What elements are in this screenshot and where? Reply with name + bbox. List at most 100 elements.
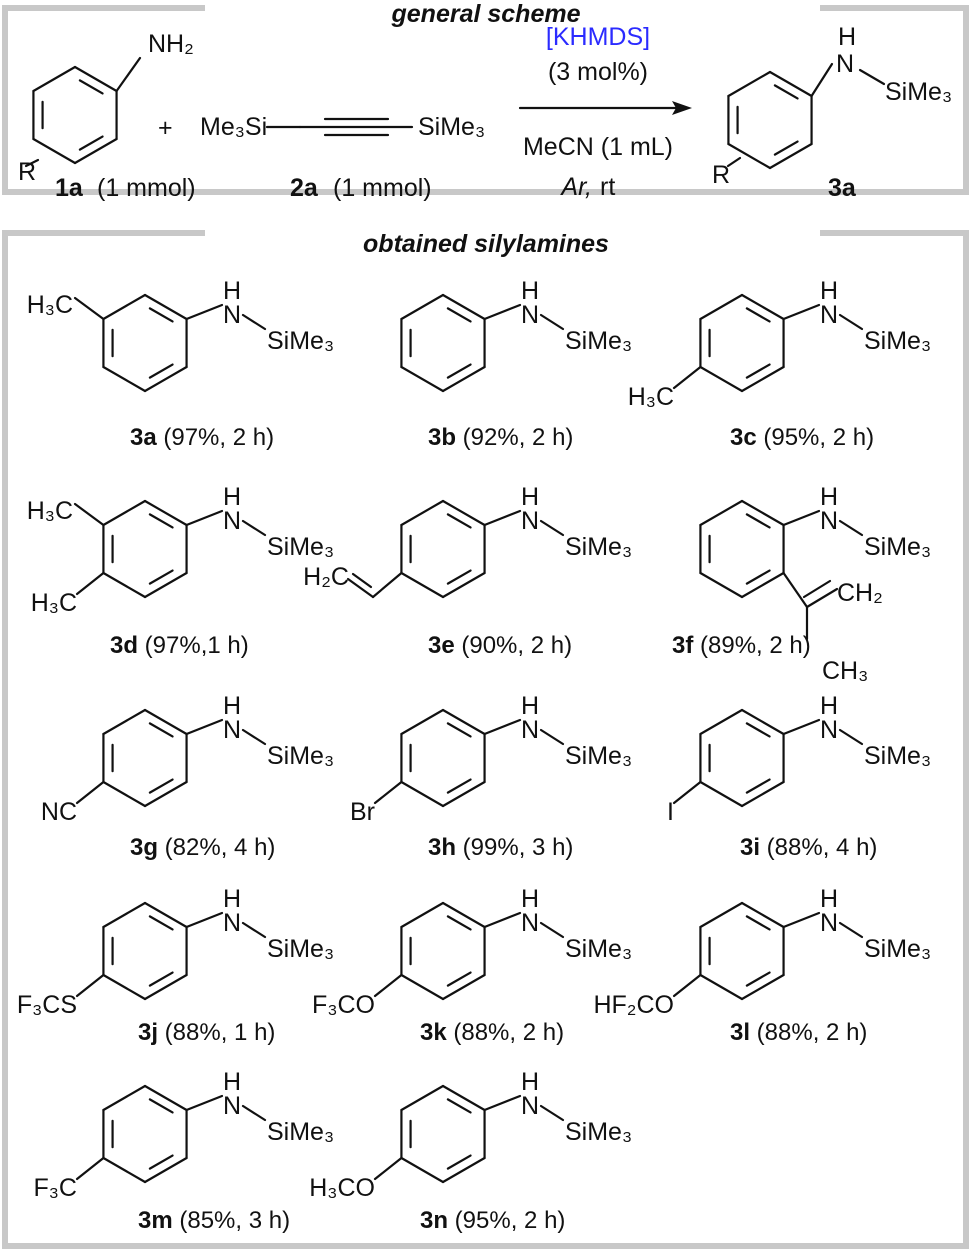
ring-bond (699, 780, 744, 808)
silyl-group: SiMe₃ (565, 742, 632, 770)
ring-bond (143, 708, 188, 736)
general-scheme-bonds (24, 56, 886, 170)
para-substituent: F₃CO (312, 991, 375, 1019)
ring-bond (740, 293, 785, 321)
amine-n: N (521, 909, 539, 937)
compound-label: 3c (95%, 2 h) (730, 424, 874, 451)
benzene-ring (32, 65, 118, 165)
ring-bond (73, 65, 118, 93)
compound-label: 3a (97%, 2 h) (130, 424, 274, 451)
compound-id: 3g (130, 834, 158, 861)
compound-label: 3e (90%, 2 h) (428, 632, 572, 659)
bond (185, 509, 224, 527)
benzene-ring (102, 708, 188, 808)
compound-label: 3l (88%, 2 h) (730, 1019, 867, 1046)
bond (782, 303, 821, 321)
ring-bond (441, 708, 486, 736)
compound-yield: (90%, 2 h) (455, 632, 572, 659)
atmosphere-label: Ar, (559, 173, 592, 201)
compound-yield: (97%, 2 h) (157, 424, 274, 451)
amine-n: N (521, 507, 539, 535)
ring-bond (740, 708, 785, 736)
ring-double-bond (78, 135, 104, 151)
ring-bond (102, 1156, 147, 1184)
bond (346, 577, 375, 599)
silyl-group: SiMe₃ (864, 742, 931, 770)
reactant2-right: SiMe₃ (418, 113, 485, 141)
compound-id: 3b (428, 424, 456, 451)
ring-bond (400, 499, 445, 527)
temperature-label: rt (600, 173, 615, 201)
product-silyl: SiMe₃ (885, 78, 952, 106)
compound-id: 3a (130, 424, 157, 451)
para-substituent: H₃C (628, 383, 674, 411)
ring-bond (400, 1084, 445, 1112)
compound-label: 3i (88%, 4 h) (740, 834, 877, 861)
bond (838, 313, 864, 331)
benzene-ring (102, 1084, 188, 1184)
ring-bond (102, 973, 147, 1001)
bond (539, 313, 565, 331)
amine-n: N (820, 716, 838, 744)
product-r-group: R (712, 161, 730, 189)
bond (483, 1094, 522, 1112)
amine-n: N (223, 909, 241, 937)
silyl-group: SiMe₃ (864, 935, 931, 963)
bond (75, 973, 105, 998)
bond (373, 973, 403, 998)
compound-yield: (99%, 3 h) (456, 834, 573, 861)
product-n: N (836, 50, 854, 78)
compound-yield: (82%, 4 h) (158, 834, 275, 861)
compound-yield: (97%,1 h) (138, 632, 249, 659)
ring-double-bond (446, 307, 472, 323)
bond (838, 728, 864, 746)
ring-bond (102, 293, 147, 321)
compound-id: 3f (672, 632, 694, 659)
ring-bond (699, 973, 744, 1001)
bond (539, 921, 565, 939)
bond (782, 509, 821, 527)
general-scheme-frame (2, 5, 969, 195)
ring-double-bond (148, 363, 174, 379)
bond (858, 68, 886, 86)
benzene-ring (400, 708, 486, 808)
benzene-ring (400, 499, 486, 599)
silyl-group: SiMe₃ (267, 935, 334, 963)
ring-double-bond (148, 915, 174, 931)
bond (539, 728, 565, 746)
ring-bond (699, 901, 744, 929)
ring-double-bond (745, 513, 771, 529)
amine-h: H (223, 483, 241, 511)
benzene-ring (400, 293, 486, 393)
bond (483, 911, 522, 929)
ring-bond (740, 571, 785, 599)
catalyst-label: [KHMDS] (546, 23, 650, 51)
ring-bond (400, 708, 445, 736)
r-bond (726, 156, 742, 168)
compound-label: 3j (88%, 1 h) (138, 1019, 275, 1046)
ring-bond (400, 1156, 445, 1184)
amine-h: H (521, 1068, 539, 1096)
compound-id: 3i (740, 834, 760, 861)
bond (782, 718, 821, 736)
ring-double-bond (745, 971, 771, 987)
compound-id: 3m (138, 1207, 173, 1234)
benzene-ring (102, 293, 188, 393)
ring-double-bond (446, 1098, 472, 1114)
bond (241, 313, 267, 331)
benzene-ring (102, 499, 188, 599)
amine-h: H (223, 277, 241, 305)
ring-bond (102, 708, 147, 736)
ring-bond (727, 70, 772, 98)
amine-n: N (521, 1092, 539, 1120)
ring-double-bond (745, 778, 771, 794)
ring-double-bond (148, 1098, 174, 1114)
